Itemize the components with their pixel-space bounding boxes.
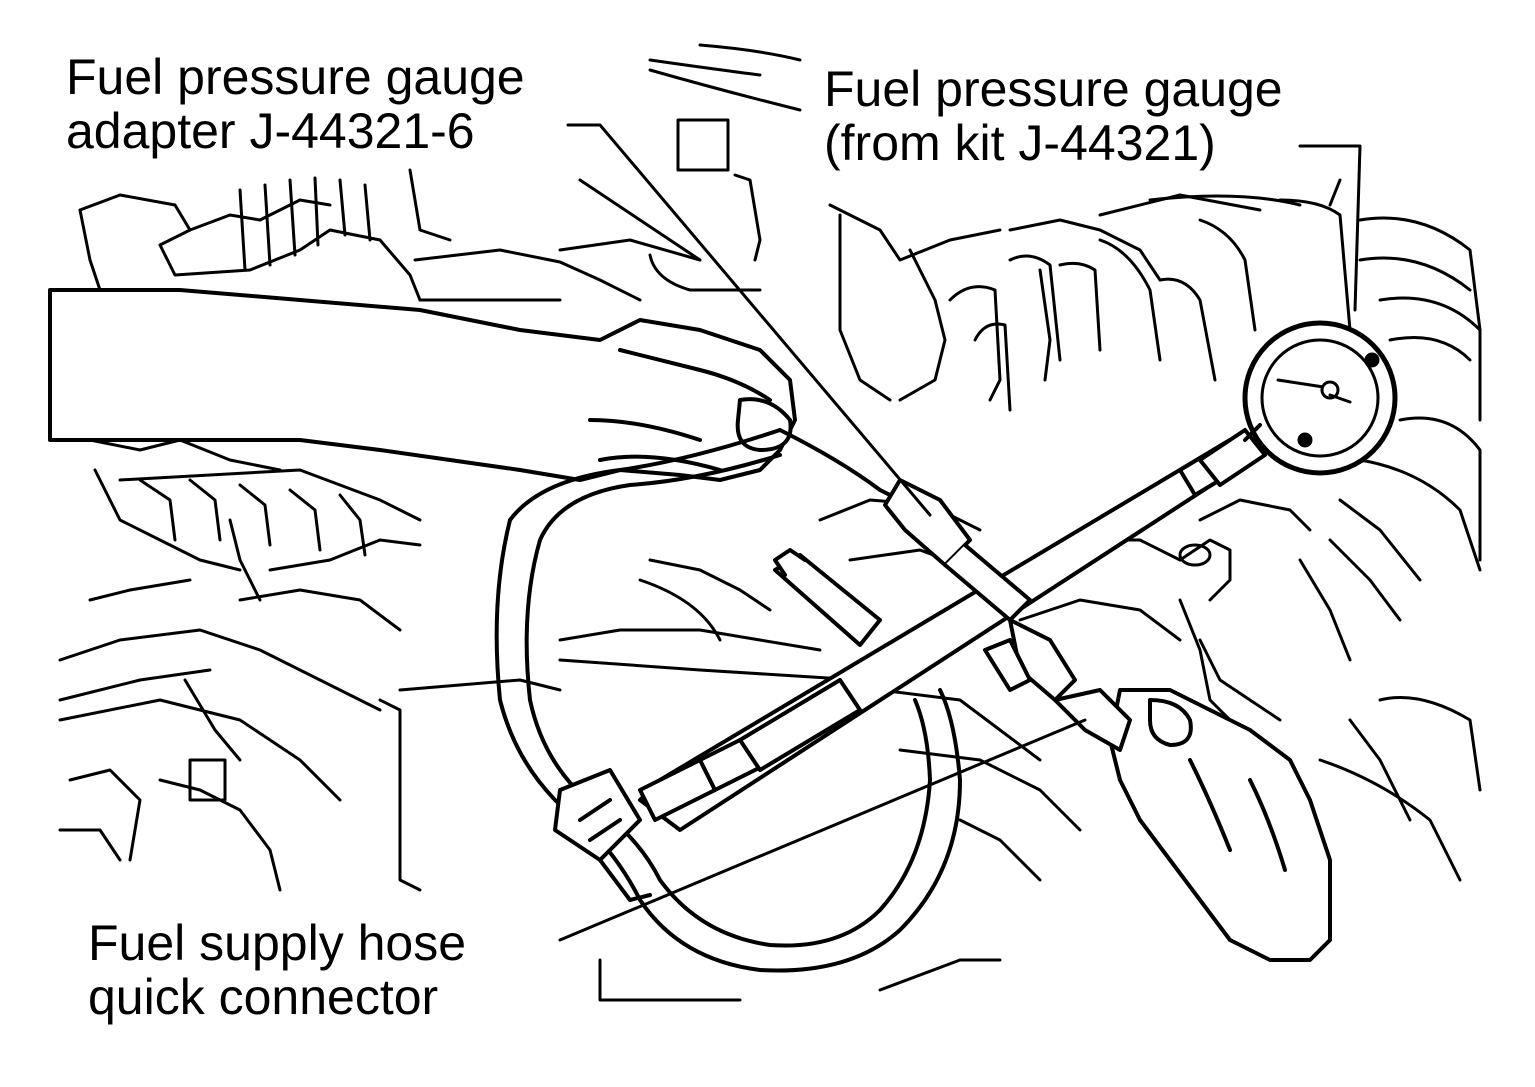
leader-lines	[558, 123, 1362, 942]
adapter-hose	[638, 428, 1267, 832]
adapter-callout: Fuel pressure gauge adapter J-44321-6	[62, 50, 529, 158]
adapter-fitting	[773, 428, 1132, 752]
pressure-gauge-icon	[1242, 320, 1398, 476]
gauge-callout: Fuel pressure gauge (from kit J-44321)	[820, 62, 1287, 170]
supply-hose-callout-line1: Fuel supply hose	[88, 915, 467, 971]
engine-background	[58, 43, 1482, 1002]
right-hand	[1108, 688, 1332, 962]
gauge-callout-line2: (from kit J-44321)	[824, 115, 1216, 171]
adapter-callout-line2: adapter J-44321-6	[66, 103, 475, 159]
fuel-hose-loop	[494, 428, 962, 973]
left-hand	[48, 288, 797, 482]
supply-hose-callout-line2: quick connector	[88, 969, 439, 1025]
supply-hose-callout: Fuel supply hose quick connector	[84, 915, 471, 1025]
adapter-callout-line1: Fuel pressure gauge	[66, 49, 525, 105]
gauge-callout-line1: Fuel pressure gauge	[824, 61, 1283, 117]
